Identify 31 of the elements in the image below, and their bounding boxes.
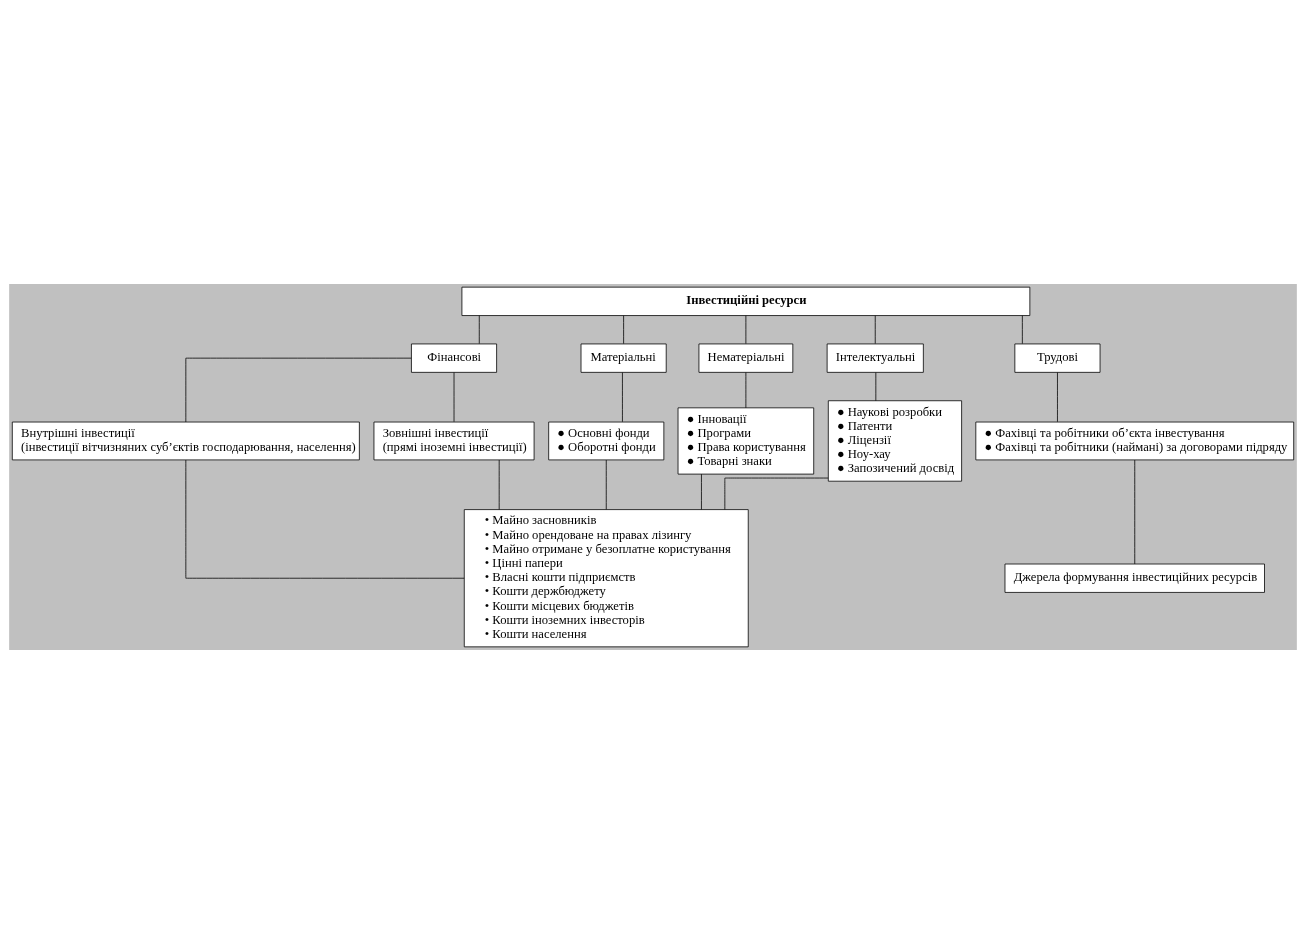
connector — [874, 315, 876, 344]
connector — [724, 477, 829, 510]
node-box: Нематеріальні — [698, 343, 794, 373]
node-box: Інвестиційні ресурси — [461, 286, 1031, 316]
connector — [745, 315, 747, 344]
node-box: Джерела формування інвестиційних ресурсів — [1004, 563, 1265, 593]
node-box: Трудові — [1014, 343, 1101, 373]
connector — [605, 459, 607, 510]
connector — [453, 372, 455, 423]
connector — [185, 357, 412, 423]
node-box: Фінансові — [411, 343, 497, 373]
node-box: Зовнішні інвестиції (прямі іноземні інвестиції) — [373, 421, 535, 461]
connector — [1021, 315, 1023, 344]
node-box: Інтелектуальні — [826, 343, 924, 373]
node-box: ● Фахівці та робітники об’єкта інвестування ● Фахівці та робітники (наймані) за договорами підряду — [975, 421, 1295, 461]
node-box: ● Інновації ● Програми ● Права користування ● Товарні знаки — [677, 407, 815, 475]
node-box: ● Основні фонди ● Оборотні фонди — [548, 421, 665, 461]
connector — [498, 459, 500, 510]
node-box: • Майно засновників • Майно орендоване на правах лізингу • Майно отримане у безоплатне користування • Цінні папери • Власні кошти підприємств • Кошти держбюджету • Кошти місцевих бюджетів • Кошти іноземних інвесторів • Кошти населення — [463, 509, 749, 648]
connector — [745, 372, 747, 409]
connector — [701, 473, 702, 510]
connector — [623, 315, 624, 344]
node-box: Матеріальні — [580, 343, 667, 373]
node-box: Внутрішні інвестиції (інвестиції вітчизняних суб’єктів господарювання, населення) — [11, 421, 360, 461]
connector — [1057, 372, 1058, 423]
connector — [185, 459, 465, 579]
node-box: ● Наукові розробки ● Патенти ● Ліцензії ● Ноу-хау ● Запозичений досвід — [827, 400, 962, 482]
connector — [875, 372, 877, 402]
connector — [1134, 459, 1136, 565]
connector — [478, 315, 480, 344]
connector — [622, 372, 623, 423]
